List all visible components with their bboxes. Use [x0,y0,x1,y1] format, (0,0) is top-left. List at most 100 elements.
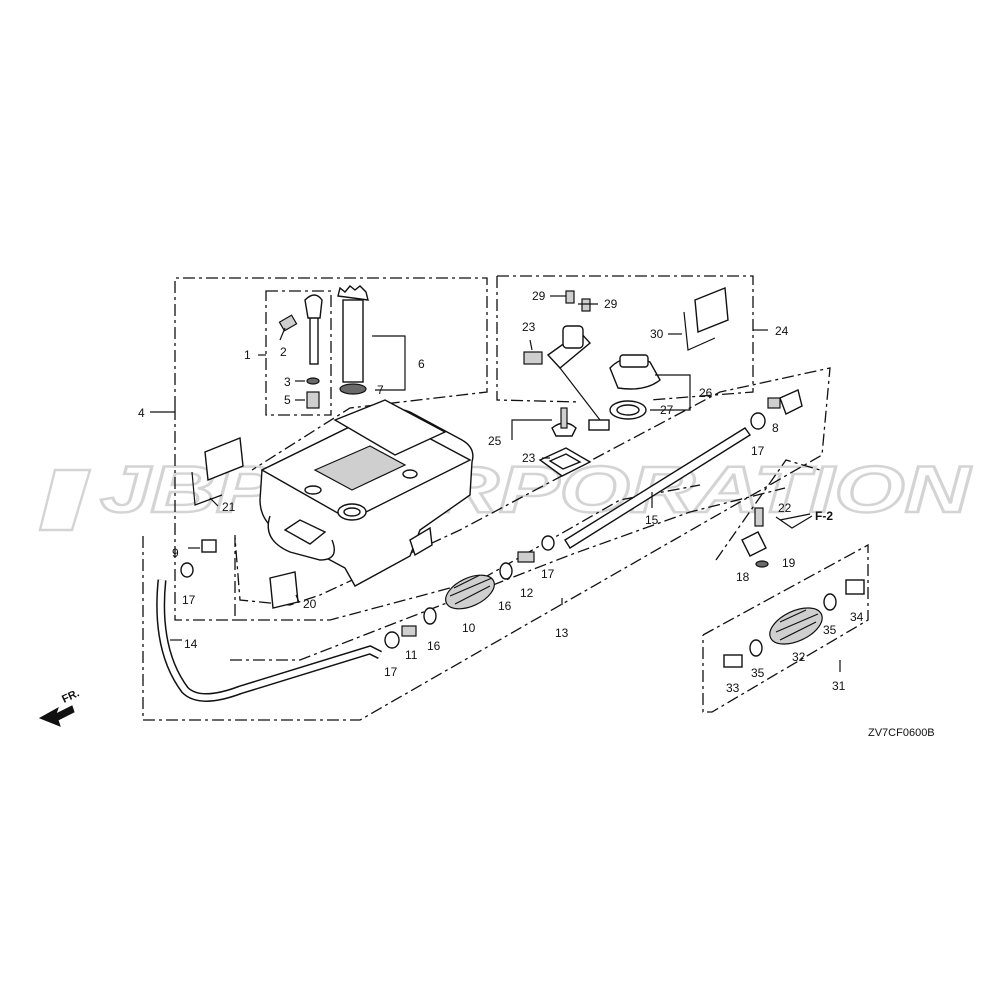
callout-22: 22 [778,501,792,515]
callout-8: 8 [772,421,779,435]
callout-12: 12 [520,586,534,600]
leader-23a [529,339,533,351]
callout-3: 3 [284,375,291,389]
vent-end [588,419,610,431]
callout-15: 15 [645,513,659,527]
front-arrow-icon [38,705,75,727]
connector-part-18 [741,531,767,557]
callout-16a: 16 [427,639,441,653]
gasket-part-23-inner [548,453,582,470]
label-part-21 [204,437,244,481]
primer-bulb-assembly [723,579,865,668]
callout-11: 11 [405,648,418,662]
primer-bulb-part-32 [769,607,823,645]
connector-part-8 [779,389,803,415]
callout-18: 18 [736,570,750,584]
label-wire [683,311,716,351]
screw-part-29a [565,290,575,304]
callout-16b: 16 [498,599,512,613]
clip-part-17d [750,412,766,430]
callout-14: 14 [184,637,198,651]
callout-labels: 1 2 3 4 5 6 7 8 9 10 11 12 13 14 15 16 1… [138,289,864,695]
gauge-head [304,294,323,319]
connector-nipple [767,397,781,409]
clip-part-17b [384,631,400,649]
o-ring-part-3 [306,377,320,385]
clip-part-16a [423,607,437,625]
handle-grip [283,519,327,545]
callout-17b: 17 [384,665,398,679]
screw-part-29b [581,298,591,312]
tank-assembly-box-top [174,277,488,471]
watermark-mark [38,468,92,532]
leader-lines [150,295,841,672]
hose-part-15 [564,427,752,549]
leader-20 [295,594,300,603]
honda-emblem [313,445,407,491]
connector-part-33 [723,654,743,668]
front-indicator: FR. [38,687,81,727]
callout-35a: 35 [823,623,837,637]
hoses-and-fittings [156,389,811,702]
section-ref-f2: F-2 [815,509,833,523]
callout-5: 5 [284,393,291,407]
fuel-cap-top [619,354,649,368]
callout-9: 9 [172,546,179,560]
bulb-ribs [449,574,493,605]
connector-part-9 [201,539,217,553]
nipple-part-22 [754,507,764,527]
leader-6-7 [372,335,406,391]
fuel-gauge-box [265,290,332,416]
bulb-ribs-32 [775,609,819,641]
callout-35b: 35 [751,666,765,680]
fuel-cap-assembly [523,287,729,477]
gauge-tube [309,315,319,365]
hose-assembly-box [142,367,831,721]
callout-6: 6 [418,357,425,371]
callout-29a: 29 [532,289,546,303]
callout-31: 31 [832,679,846,693]
callout-24: 24 [775,324,789,338]
leader-26-27 [650,374,691,411]
callout-17c: 17 [541,567,555,581]
fuel-cap-opening-inner [343,507,361,517]
clip-part-16b [499,562,513,580]
clip-part-17c [541,535,555,551]
callout-29b: 29 [604,297,618,311]
label-wire-21 [191,471,223,506]
fuel-tank [259,399,474,587]
cap-gasket-inner [616,404,640,416]
callout-25: 25 [488,434,502,448]
vent-opening [304,485,322,495]
callout-1: 1 [244,348,251,362]
primer-bulb-part-10 [445,574,495,610]
callout-23a: 23 [522,320,536,334]
gauge-opening [402,469,418,479]
leader-f2 [775,515,813,529]
spring-part-5 [306,391,320,409]
callout-27: 27 [660,403,674,417]
gauge-float-top [337,285,369,301]
callout-20: 20 [303,597,317,611]
hose-part-14-inner [157,579,382,701]
tank-foot [409,526,433,557]
callout-21: 21 [222,500,236,514]
float-valve-part-25 [551,422,577,437]
primer-bulb-box [702,543,869,713]
fitting-part-11 [401,625,417,637]
valve-stem [560,407,568,429]
fuel-tank-label-panel [333,399,447,456]
callout-7: 7 [377,383,384,397]
o-ring-part-19 [755,560,769,568]
callout-4: 4 [138,406,145,420]
leader-2 [279,327,286,341]
clip-part-35b [749,639,763,657]
hose-assembly-box-inner [230,487,786,661]
label-part-20 [269,571,299,609]
gauge-float-part-6 [342,299,364,383]
callout-30: 30 [650,327,664,341]
callout-33: 33 [726,681,740,695]
diagram-code: ZV7CF0600B [868,727,935,739]
